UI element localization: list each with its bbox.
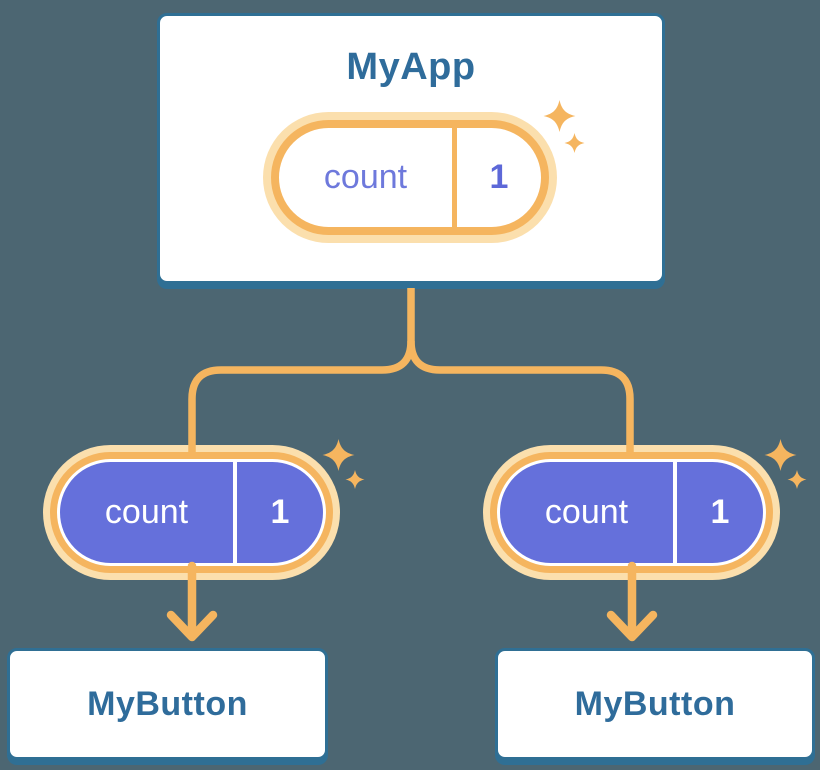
child-prop-pill-fill: count 1 (500, 462, 763, 563)
prop-name-label: count (544, 493, 629, 531)
connector-branch-right (407, 340, 634, 453)
pill-divider (673, 462, 677, 563)
parent-child-connector (188, 288, 634, 453)
child-prop-pill-right: count 1 (483, 445, 780, 580)
sparkle-icon (345, 470, 365, 489)
state-name-label: count (323, 158, 408, 196)
child-component-title: MyButton (87, 684, 248, 723)
child-prop-pill-body: count 1 (50, 452, 333, 573)
prop-name-label: count (104, 493, 189, 531)
child-prop-pill-body: count 1 (490, 452, 773, 573)
child-prop-pill-fill: count 1 (60, 462, 323, 563)
root-component-title: MyApp (346, 46, 476, 88)
child-component-card-right: MyButton (495, 648, 815, 760)
sparkle-icon (322, 439, 355, 471)
sparkle-icon (764, 439, 797, 471)
prop-value-label: 1 (270, 493, 290, 531)
prop-value-label: 1 (710, 493, 730, 531)
pill-divider (452, 128, 457, 227)
sparkle-icon (787, 470, 807, 489)
state-value-label: 1 (489, 158, 509, 196)
root-state-pill: count 1 (263, 112, 557, 243)
child-prop-pill-left: count 1 (43, 445, 340, 580)
connector-branch-left (188, 288, 415, 453)
child-component-title: MyButton (574, 684, 736, 723)
child-component-card-left: MyButton (7, 648, 328, 760)
pill-divider (233, 462, 237, 563)
root-state-pill-body: count 1 (271, 120, 549, 235)
